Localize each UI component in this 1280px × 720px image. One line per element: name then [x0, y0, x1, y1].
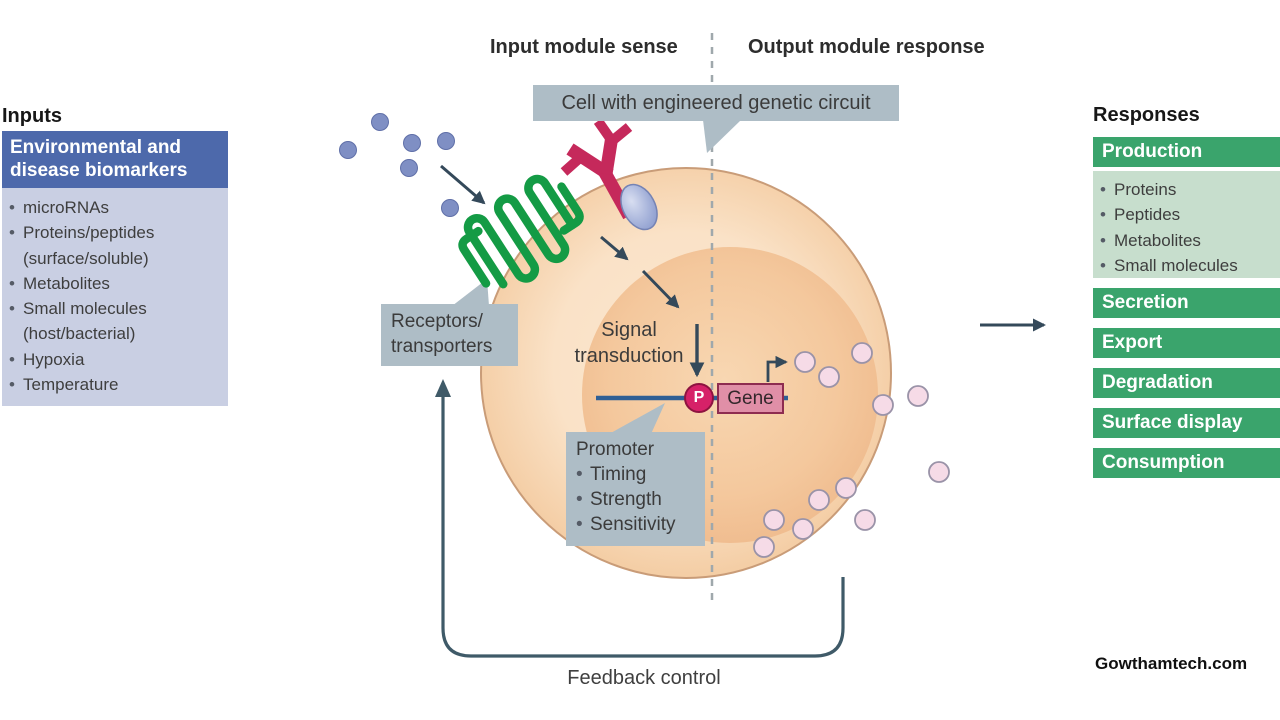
bullet: •: [9, 349, 15, 369]
inputs-panel-body: • microRNAs • Proteins/peptides (surface/s…: [2, 188, 228, 407]
output-molecule-dot: [907, 385, 929, 407]
bullet: •: [1100, 205, 1106, 225]
input-molecule-dot: [400, 159, 418, 177]
receptors-label-line1: Receptors/: [391, 311, 483, 332]
output-molecule-dot: [928, 461, 950, 483]
feedback-loop-arrow: [441, 390, 845, 658]
receptors-label-line2: transporters: [391, 336, 493, 357]
signal-transduction-label: Signal transduction: [574, 319, 684, 367]
promoter-title: Promoter: [576, 439, 655, 460]
bullet: •: [1100, 230, 1106, 250]
feedback-arrowhead: [435, 379, 451, 397]
output-module-label: Output module response: [748, 36, 985, 58]
gene-box: Gene: [717, 383, 784, 414]
input-molecule-dots: [339, 113, 459, 217]
list-item: • Proteins: [1100, 177, 1280, 202]
list-item: • Small molecules: [9, 296, 224, 321]
signal-arrow: [641, 269, 680, 309]
output-molecule-dot: [851, 342, 873, 364]
list-item: • Proteins/peptides: [9, 220, 224, 245]
input-module-label: Input module sense: [490, 36, 678, 58]
input-molecule-dot: [339, 141, 357, 159]
input-molecule-dot: [437, 132, 455, 150]
list-item: • Temperature: [9, 372, 224, 397]
bullet: •: [9, 273, 15, 293]
bullet: •: [1100, 180, 1106, 199]
receptor-icon: [458, 174, 584, 289]
list-item-label: Temperature: [23, 375, 119, 395]
output-molecule-dot: [835, 477, 857, 499]
list-item-label: Proteins: [1114, 180, 1177, 199]
response-bar-surface-display: Surface display: [1093, 408, 1280, 438]
list-item: • Small molecules: [1100, 253, 1280, 278]
response-bar-production: Production: [1093, 137, 1280, 167]
bullet: •: [9, 198, 15, 217]
list-item: • Timing: [576, 462, 705, 487]
promoter-p-badge: P: [684, 383, 714, 413]
input-molecule-dot: [441, 199, 459, 217]
response-bar-secretion: Secretion: [1093, 288, 1280, 318]
inputs-panel: Environmental and disease biomarkers • mi…: [2, 131, 228, 407]
cell-label-tail: [703, 120, 741, 153]
transcription-arrow: [766, 355, 788, 382]
input-molecule-dot: [371, 113, 389, 131]
bullet: •: [576, 514, 583, 535]
output-molecule-dot: [872, 394, 894, 416]
receptors-label-tail: [452, 279, 489, 306]
promoter-label-tail: [609, 403, 665, 434]
list-item-label: Proteins/peptides: [23, 223, 155, 243]
inputs-title: Inputs: [2, 105, 62, 127]
bullet: •: [9, 299, 15, 319]
list-item: • Metabolites: [1100, 228, 1280, 253]
list-item: • Metabolites: [9, 271, 224, 296]
list-item-label: Sensitivity: [590, 514, 676, 535]
cell-label: Cell with engineered genetic circuit: [533, 85, 899, 121]
responses-title: Responses: [1093, 104, 1200, 126]
list-item: • Peptides: [1100, 202, 1280, 227]
list-item-label: Small molecules: [1114, 255, 1238, 275]
list-item-label: Small molecules: [23, 299, 147, 319]
output-molecule-dot: [753, 536, 775, 558]
response-bar-consumption: Consumption: [1093, 448, 1280, 478]
ligand-oval-icon: [620, 183, 658, 231]
bullet: •: [1100, 255, 1106, 275]
list-item-label: Hypoxia: [23, 349, 85, 369]
output-molecule-dot: [808, 489, 830, 511]
response-bar-degradation: Degradation: [1093, 368, 1280, 398]
list-item-label: Timing: [590, 464, 647, 485]
output-molecule-dot: [792, 518, 814, 540]
output-molecule-dots: [753, 342, 950, 558]
list-item: • Strength: [576, 487, 705, 512]
list-item-label: microRNAs: [23, 198, 109, 217]
list-item-label: Metabolites: [1114, 230, 1201, 250]
list-item: • microRNAs: [9, 195, 224, 220]
bullet: •: [576, 464, 583, 485]
inputs-panel-header: Environmental and disease biomarkers: [2, 131, 228, 188]
output-molecule-dot: [854, 509, 876, 531]
input-arrow: [440, 164, 486, 205]
response-bar-export: Export: [1093, 328, 1280, 358]
list-item-label: Strength: [590, 489, 662, 510]
list-item-continuation: (surface/soluble): [23, 248, 149, 268]
output-molecule-dot: [818, 366, 840, 388]
output-molecule-dot: [763, 509, 785, 531]
list-item-label: Metabolites: [23, 273, 110, 293]
list-item: • Sensitivity: [576, 512, 705, 537]
output-molecule-dot: [794, 351, 816, 373]
input-molecule-dot: [403, 134, 421, 152]
bullet: •: [9, 223, 15, 243]
receptors-label: Receptors/ transporters: [381, 304, 518, 366]
list-item-continuation: (host/bacterial): [23, 324, 136, 344]
watermark: Gowthamtech.com: [1095, 654, 1248, 673]
bullet: •: [9, 375, 15, 395]
list-item-label: Peptides: [1114, 205, 1181, 225]
signal-arrow: [600, 235, 629, 261]
promoter-label: Promoter • Timing • Strength • Sensitivity: [566, 432, 705, 546]
list-item: • Hypoxia: [9, 347, 224, 372]
production-body: • Proteins • Peptides • Metabolites • Small …: [1093, 171, 1280, 278]
bullet: •: [576, 489, 583, 510]
feedback-control-label: Feedback control: [567, 667, 721, 689]
